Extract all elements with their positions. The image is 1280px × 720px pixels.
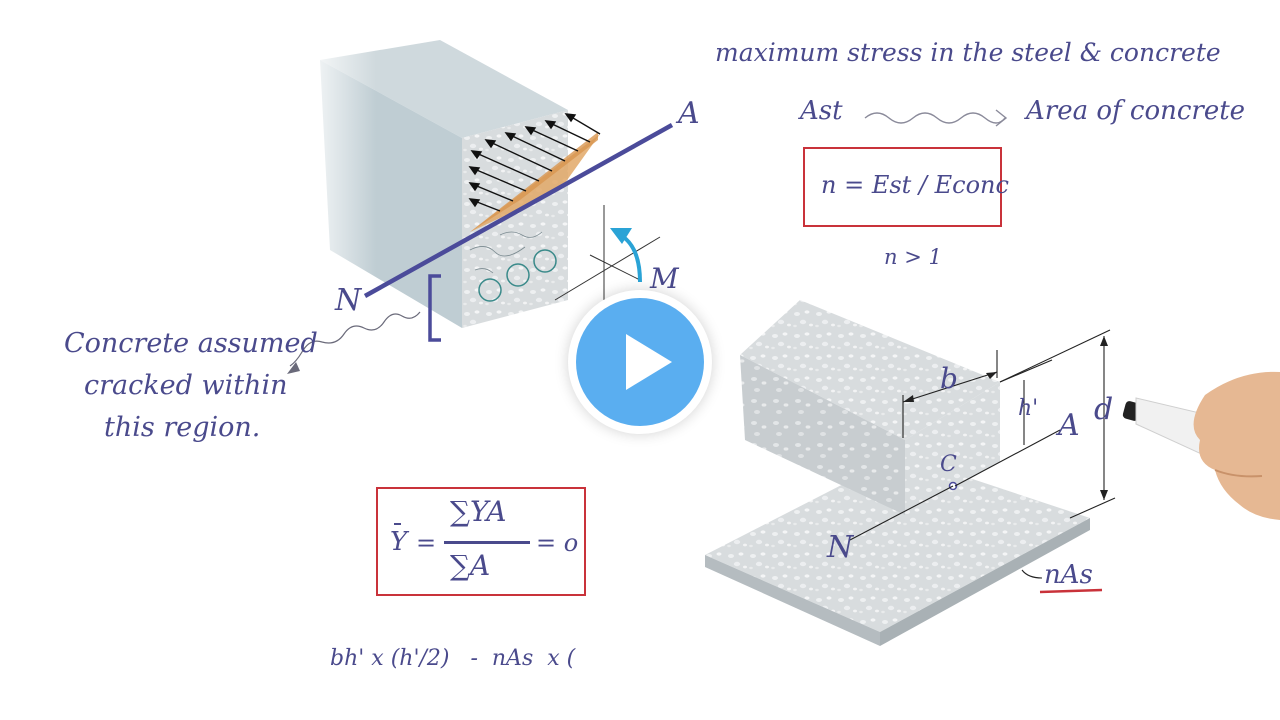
bottom-equation: bh' x (h'/2) - nAs x (: [330, 646, 576, 671]
hand-with-marker: [1122, 371, 1280, 520]
rebar-3: [533, 249, 557, 273]
axis-a-top-label: A: [678, 96, 700, 131]
nas-label: nAs: [1044, 560, 1093, 590]
stress-arrows: [468, 113, 601, 212]
transformed-section: [705, 300, 1090, 646]
modular-ratio-box: n = Est / Econc: [803, 147, 1009, 227]
note-wavy-arrow: [289, 311, 421, 367]
play-icon: [626, 334, 672, 390]
centroid-formula-box: Y = ∑YA ∑A = o: [376, 487, 586, 596]
hand-shadow: [1214, 469, 1263, 478]
axis-a-bottom-label: A: [1058, 408, 1080, 443]
centroid-label: C: [940, 452, 957, 477]
axis-n-bottom-label: N: [827, 530, 854, 565]
ast-wavy-arrow: [864, 112, 1006, 124]
beam-fade: [300, 30, 470, 330]
dim-h-prime-label: h': [1018, 396, 1039, 421]
modular-ratio-text: n = Est / Econc: [821, 171, 1009, 199]
steel-slab-front: [705, 555, 880, 646]
hand-skin: [1193, 371, 1280, 520]
moment-label: M: [650, 262, 679, 295]
beam-front-face: [462, 110, 568, 328]
neutral-axis-top: [363, 123, 674, 298]
cracked-note-line-2: cracked within: [84, 370, 288, 401]
formula-fraction-line: [444, 541, 530, 544]
concrete-block-front: [905, 382, 1000, 515]
dim-b-label: b: [940, 362, 958, 395]
moment-arrow-head: [610, 228, 632, 244]
steel-slab-side: [880, 518, 1090, 646]
formula-equals: =: [416, 529, 437, 557]
rebar-2: [506, 263, 530, 287]
stress-plane-body: [470, 132, 598, 232]
cracked-note-line-3: this region.: [104, 412, 261, 443]
top-caption: maximum stress in the steel & concrete: [715, 38, 1221, 67]
formula-numerator: ∑YA: [450, 495, 507, 528]
dimension-arrowheads: [903, 336, 1108, 500]
n-greater-than-one: n > 1: [884, 245, 942, 269]
concrete-block-side: [740, 355, 905, 515]
dim-d-label: d: [1094, 392, 1114, 427]
ast-label: Ast: [800, 96, 843, 126]
note-arrow-head: [287, 362, 300, 374]
concrete-block-top: [740, 300, 1000, 440]
dimension-lines: [849, 329, 1116, 579]
crack-lines: [469, 231, 543, 274]
formula-ybar: Y: [390, 527, 408, 557]
cracked-region-bracket: [428, 274, 441, 342]
play-button-circle: [576, 298, 704, 426]
axis-n-top-label: N: [335, 283, 362, 318]
nas-underline: [1039, 588, 1103, 594]
area-of-concrete-label: Area of concrete: [1026, 96, 1246, 126]
steel-slab-top: [705, 455, 1090, 632]
play-button[interactable]: [568, 290, 712, 434]
ast-arrow-head: [995, 109, 1008, 127]
rebar-1: [478, 278, 502, 302]
formula-zero: = o: [536, 529, 579, 557]
formula-ybar-bar: [394, 523, 401, 525]
formula-denominator: ∑A: [450, 549, 491, 582]
cracked-note-line-1: Concrete assumed: [64, 328, 318, 359]
